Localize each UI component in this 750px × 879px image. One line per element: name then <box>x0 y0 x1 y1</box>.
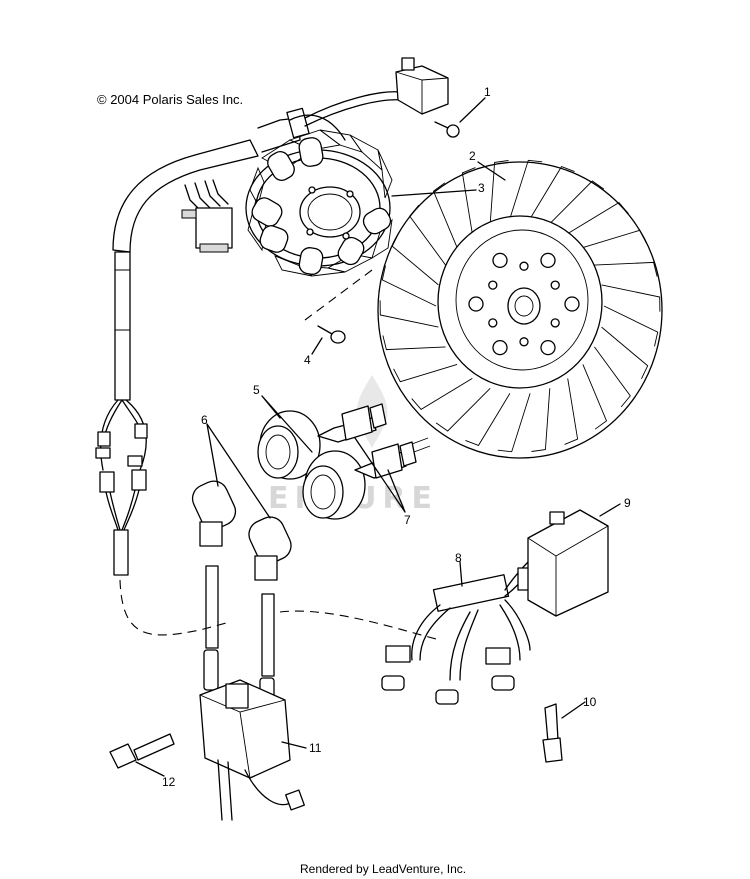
flywheel-bolt-hole <box>564 296 580 312</box>
callout-8: 8 <box>455 551 462 565</box>
flywheel-bolt-hole <box>550 280 560 290</box>
flywheel-bolt-hole <box>468 296 484 312</box>
leader-lines <box>135 97 621 777</box>
flywheel-fin <box>409 204 446 266</box>
coil-bolt <box>109 733 175 769</box>
callout-3: 3 <box>478 181 485 195</box>
flywheel-bolt-hole <box>519 337 529 347</box>
flywheel-fin <box>497 393 531 453</box>
flywheel-fin <box>489 160 509 224</box>
flywheel-bolt-hole <box>488 280 498 290</box>
flywheel-fin <box>582 364 608 430</box>
connector-terminal <box>542 703 563 763</box>
flywheel-bolt-hole <box>488 318 498 328</box>
screw-part-1 <box>434 121 460 138</box>
harness-routing-line <box>119 579 441 641</box>
callout-4: 4 <box>304 353 311 367</box>
flywheel-bolt-hole <box>540 252 556 269</box>
spark-plug-boot-seals <box>257 410 366 520</box>
flywheel-fin <box>601 326 649 379</box>
flywheel-fin <box>432 182 458 248</box>
flywheel-bolt-hole <box>540 339 556 356</box>
stator-screw <box>304 269 373 344</box>
flywheel-fin <box>465 393 511 446</box>
callout-11: 11 <box>309 741 322 755</box>
stator <box>245 114 393 277</box>
flywheel-bolt-hole <box>550 318 560 328</box>
flywheel-fin <box>393 363 458 383</box>
flywheel-bolt-hole <box>492 339 508 356</box>
flywheel-fin <box>461 167 476 234</box>
flywheel-fin <box>411 378 473 410</box>
callout-7: 7 <box>404 513 411 527</box>
callout-10: 10 <box>583 695 597 709</box>
flywheel-fin <box>381 265 437 307</box>
callout-numbers: 1 2 3 4 5 6 7 8 9 10 11 12 <box>162 85 631 789</box>
callout-9: 9 <box>624 496 631 510</box>
flywheel-bolt-hole <box>492 252 508 269</box>
flywheel-bolt-hole <box>519 261 529 271</box>
spark-plugs <box>317 403 431 479</box>
flywheel <box>377 159 663 459</box>
copyright-text: © 2004 Polaris Sales Inc. <box>97 92 243 107</box>
wiring-harness <box>95 91 403 576</box>
flywheel-fin <box>582 229 647 249</box>
flywheel-fin <box>603 305 659 347</box>
callout-5: 5 <box>253 383 260 397</box>
flywheel-fin <box>531 388 551 452</box>
callout-2: 2 <box>469 149 476 163</box>
flywheel-fin <box>379 300 439 328</box>
flywheel-fin <box>509 159 543 219</box>
flywheel-fin <box>601 284 661 312</box>
flywheel-fin <box>529 166 575 219</box>
flywheel-fin <box>549 180 605 225</box>
ignition-coil <box>199 679 305 821</box>
flywheel-fin <box>564 378 579 445</box>
callout-1: 1 <box>484 85 491 99</box>
flywheel-fin <box>567 202 629 234</box>
flywheel-fin <box>391 233 439 286</box>
callout-6: 6 <box>201 413 208 427</box>
harness-connector <box>395 57 449 115</box>
spark-plug-caps <box>191 480 292 719</box>
callout-12: 12 <box>162 775 176 789</box>
flywheel-fin <box>435 387 491 432</box>
voltage-regulator <box>527 509 609 617</box>
flywheel-fin <box>382 335 446 351</box>
flywheel-fin <box>594 346 631 408</box>
flywheel-fin <box>594 261 658 277</box>
footer-text: Rendered by LeadVenture, Inc. <box>300 862 466 876</box>
